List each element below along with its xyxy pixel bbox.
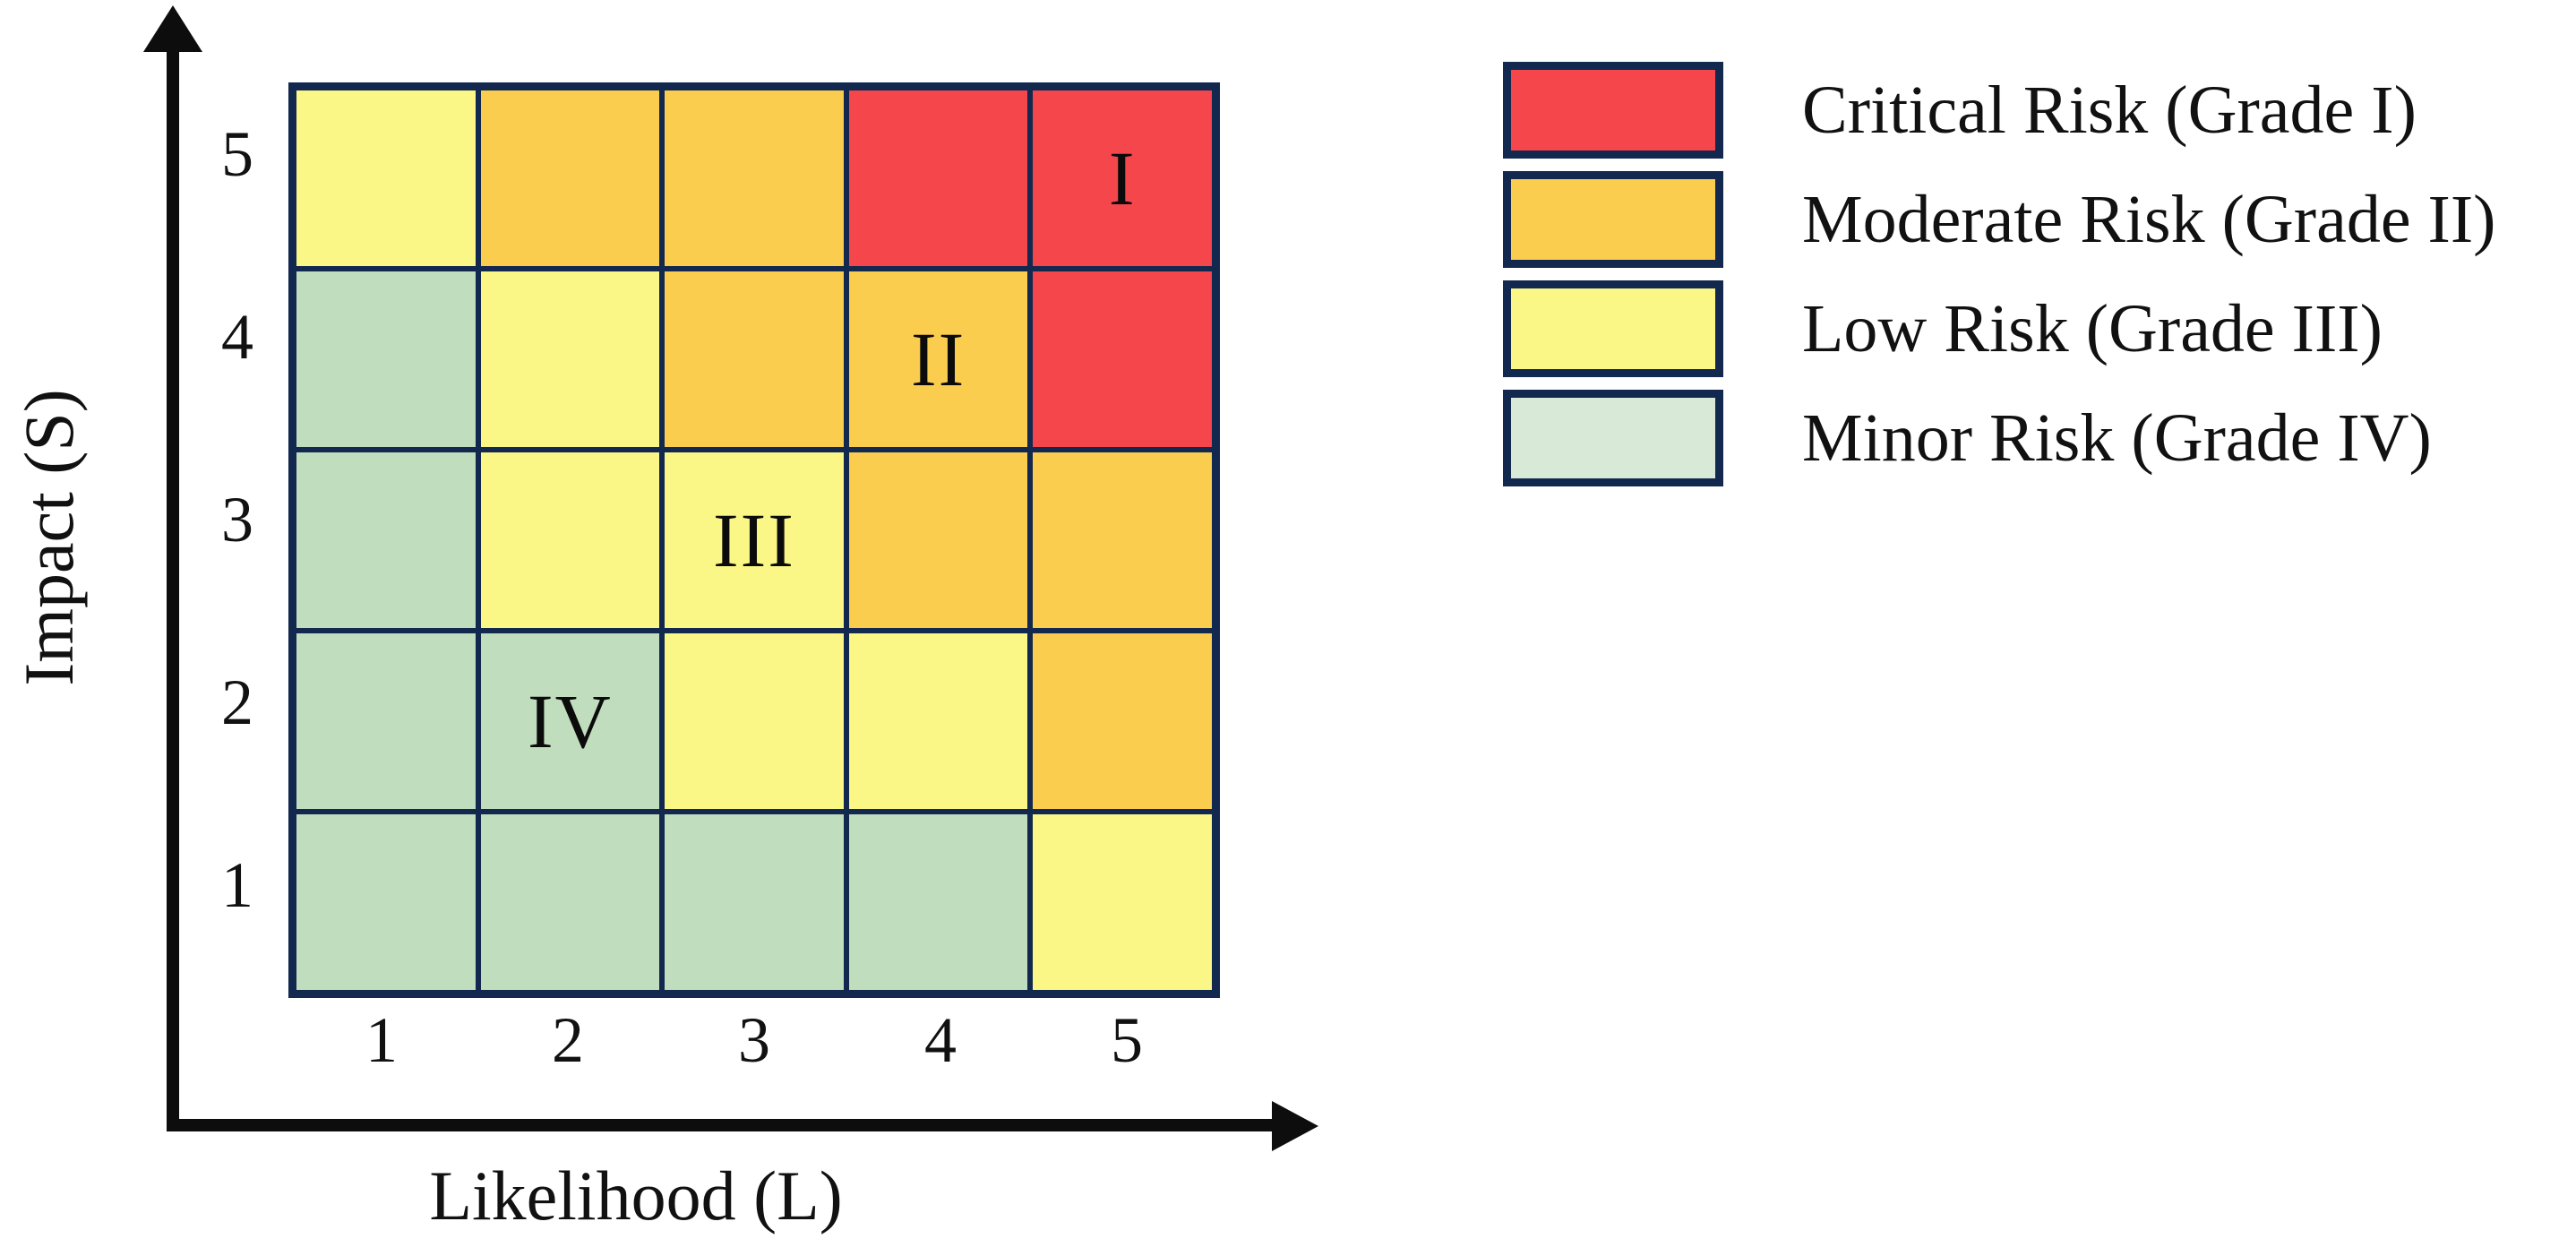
legend-item-moderate[interactable]: Moderate Risk (Grade II)	[1503, 167, 2560, 272]
legend-swatch-critical	[1503, 62, 1723, 159]
y-tick-label-4: 4	[221, 301, 253, 373]
matrix-cell[interactable]	[1033, 271, 1212, 447]
matrix-cell[interactable]	[848, 90, 1028, 266]
y-tick-label-2: 2	[221, 667, 253, 738]
matrix-cell[interactable]	[848, 633, 1028, 809]
matrix-cell[interactable]	[296, 633, 476, 809]
y-tick-label-1: 1	[221, 849, 253, 921]
x-tick-label-3: 3	[738, 1004, 770, 1076]
legend-swatch-low	[1503, 280, 1723, 377]
matrix-cell[interactable]	[480, 271, 660, 447]
matrix-cell[interactable]	[480, 90, 660, 266]
matrix-cell[interactable]	[665, 633, 844, 809]
risk-matrix-grid: I II III IV	[288, 82, 1220, 998]
matrix-cell[interactable]	[296, 271, 476, 447]
matrix-cell[interactable]: II	[848, 271, 1028, 447]
legend-label-low: Low Risk (Grade III)	[1802, 291, 2383, 366]
y-axis-title: Impact (S)	[10, 389, 88, 686]
matrix-cell[interactable]: IV	[480, 633, 660, 809]
matrix-cell[interactable]	[1033, 814, 1212, 990]
x-tick-label-1: 1	[365, 1004, 398, 1076]
matrix-cell[interactable]	[296, 814, 476, 990]
legend-item-minor[interactable]: Minor Risk (Grade IV)	[1503, 385, 2560, 491]
legend-item-critical[interactable]: Critical Risk (Grade I)	[1503, 57, 2560, 163]
legend-label-minor: Minor Risk (Grade IV)	[1802, 400, 2432, 476]
matrix-cell[interactable]	[296, 90, 476, 266]
matrix-cell[interactable]	[1033, 452, 1212, 628]
legend-label-critical: Critical Risk (Grade I)	[1802, 73, 2417, 148]
x-tick-label-2: 2	[552, 1004, 584, 1076]
matrix-cell[interactable]	[665, 90, 844, 266]
matrix-cell[interactable]	[665, 814, 844, 990]
matrix-cell[interactable]	[848, 452, 1028, 628]
legend-swatch-minor	[1503, 390, 1723, 486]
matrix-cell[interactable]	[296, 452, 476, 628]
y-axis-arrowhead-icon	[143, 5, 202, 52]
risk-legend: Critical Risk (Grade I) Moderate Risk (G…	[1503, 57, 2560, 495]
legend-swatch-moderate	[1503, 171, 1723, 268]
x-axis-arrowhead-icon	[1272, 1101, 1318, 1151]
matrix-cell[interactable]	[848, 814, 1028, 990]
y-axis-line	[167, 20, 179, 1131]
y-tick-label-3: 3	[221, 484, 253, 555]
x-tick-label-5: 5	[1111, 1004, 1143, 1076]
x-tick-label-4: 4	[924, 1004, 957, 1076]
risk-matrix-panel: Impact (S) Likelihood (L) 5 4 3 2 1 1 2 …	[10, 5, 1318, 1234]
x-axis-title: Likelihood (L)	[429, 1157, 843, 1234]
y-tick-label-5: 5	[221, 118, 253, 190]
matrix-cell[interactable]	[665, 271, 844, 447]
matrix-cell[interactable]: III	[665, 452, 844, 628]
legend-item-low[interactable]: Low Risk (Grade III)	[1503, 276, 2560, 382]
matrix-cell[interactable]	[480, 814, 660, 990]
matrix-cell[interactable]	[480, 452, 660, 628]
legend-label-moderate: Moderate Risk (Grade II)	[1802, 182, 2496, 257]
matrix-cell[interactable]	[1033, 633, 1212, 809]
matrix-cell[interactable]: I	[1033, 90, 1212, 266]
x-axis-line	[167, 1119, 1286, 1131]
